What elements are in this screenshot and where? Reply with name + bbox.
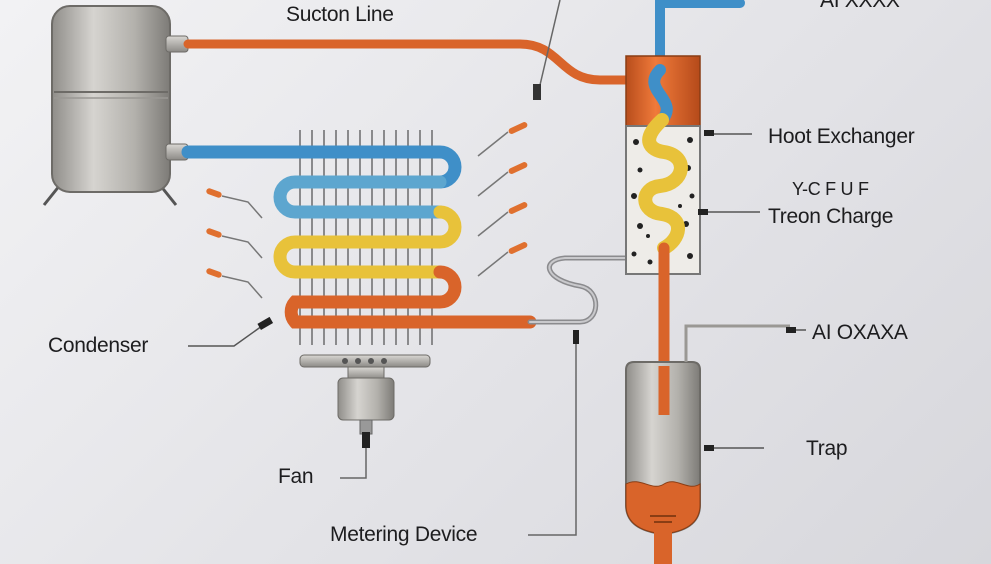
condenser-label: Condenser: [48, 334, 149, 357]
suction-line-pipe: [183, 39, 645, 85]
metering-device-label: Metering Device: [330, 523, 478, 546]
trap: [625, 324, 790, 564]
metering-device: [527, 255, 633, 536]
leader-lines: [188, 130, 806, 451]
air-inlet-label: AI OXAXA: [812, 321, 908, 344]
suction-line-label: Sucton Line: [286, 3, 394, 26]
freon-charge-label: Treon Charge: [768, 205, 894, 228]
heat-exchanger: [625, 55, 701, 421]
air-top-label: AI XXXX: [820, 0, 900, 12]
fan-label: Fan: [278, 465, 314, 488]
garbled-label: Y-C F U F: [792, 179, 869, 199]
heat-exchanger-label: Hoot Exchanger: [768, 125, 915, 148]
airflow-arrows: [206, 122, 528, 299]
condenser-coil: [181, 145, 537, 329]
air-top-pipe: [655, 0, 745, 75]
trap-label: Trap: [806, 437, 848, 460]
compressor-tank: [42, 5, 189, 206]
suction-probe: [533, 0, 561, 100]
fan-assembly: [299, 354, 431, 479]
